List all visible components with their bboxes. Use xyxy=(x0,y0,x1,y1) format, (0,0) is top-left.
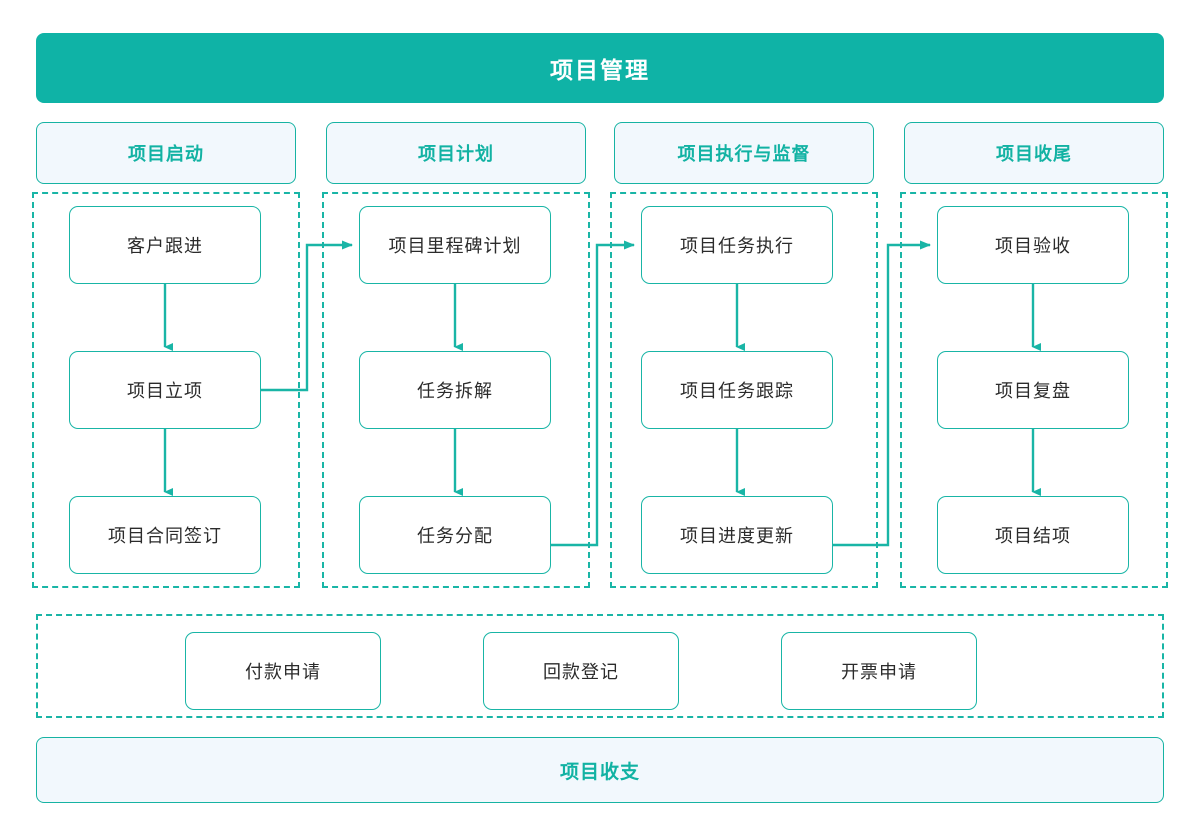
node-label: 项目验收 xyxy=(995,236,1071,256)
node-project-review[interactable]: 项目复盘 xyxy=(937,351,1129,429)
node-label: 付款申请 xyxy=(245,662,321,682)
phase-header-label-2: 项目计划 xyxy=(418,144,494,164)
diagram-title: 项目管理 xyxy=(550,57,650,83)
node-project-closure[interactable]: 项目结项 xyxy=(937,496,1129,574)
node-label: 项目任务执行 xyxy=(680,236,794,256)
node-label: 任务分配 xyxy=(417,526,493,546)
node-task-execution[interactable]: 项目任务执行 xyxy=(641,206,833,284)
node-label: 客户跟进 xyxy=(127,236,203,256)
node-project-acceptance[interactable]: 项目验收 xyxy=(937,206,1129,284)
node-task-assignment[interactable]: 任务分配 xyxy=(359,496,551,574)
phase-header-4[interactable]: 项目收尾 xyxy=(904,122,1164,184)
node-invoice-request[interactable]: 开票申请 xyxy=(781,632,977,710)
node-progress-update[interactable]: 项目进度更新 xyxy=(641,496,833,574)
phase-header-1[interactable]: 项目启动 xyxy=(36,122,296,184)
node-label: 开票申请 xyxy=(841,662,917,682)
finance-group xyxy=(36,614,1164,718)
node-label: 回款登记 xyxy=(543,662,619,682)
node-payment-request[interactable]: 付款申请 xyxy=(185,632,381,710)
phase-header-label-1: 项目启动 xyxy=(128,144,204,164)
node-label: 项目任务跟踪 xyxy=(680,381,794,401)
node-customer-followup[interactable]: 客户跟进 xyxy=(69,206,261,284)
node-task-tracking[interactable]: 项目任务跟踪 xyxy=(641,351,833,429)
node-label: 项目立项 xyxy=(127,381,203,401)
phase-header-label-4: 项目收尾 xyxy=(996,144,1072,164)
node-milestone-plan[interactable]: 项目里程碑计划 xyxy=(359,206,551,284)
footer-summary-bar[interactable]: 项目收支 xyxy=(36,737,1164,803)
node-label: 项目结项 xyxy=(995,526,1071,546)
phase-header-2[interactable]: 项目计划 xyxy=(326,122,586,184)
node-label: 项目合同签订 xyxy=(108,526,222,546)
phase-header-3[interactable]: 项目执行与监督 xyxy=(614,122,874,184)
node-label: 项目复盘 xyxy=(995,381,1071,401)
node-label: 项目进度更新 xyxy=(680,526,794,546)
diagram-title-banner: 项目管理 xyxy=(36,33,1164,103)
footer-summary-label: 项目收支 xyxy=(559,761,640,783)
node-receipt-registration[interactable]: 回款登记 xyxy=(483,632,679,710)
node-contract-signing[interactable]: 项目合同签订 xyxy=(69,496,261,574)
node-label: 任务拆解 xyxy=(417,381,493,401)
phase-header-label-3: 项目执行与监督 xyxy=(677,144,811,164)
node-label: 项目里程碑计划 xyxy=(388,236,522,256)
node-project-initiation[interactable]: 项目立项 xyxy=(69,351,261,429)
node-task-breakdown[interactable]: 任务拆解 xyxy=(359,351,551,429)
